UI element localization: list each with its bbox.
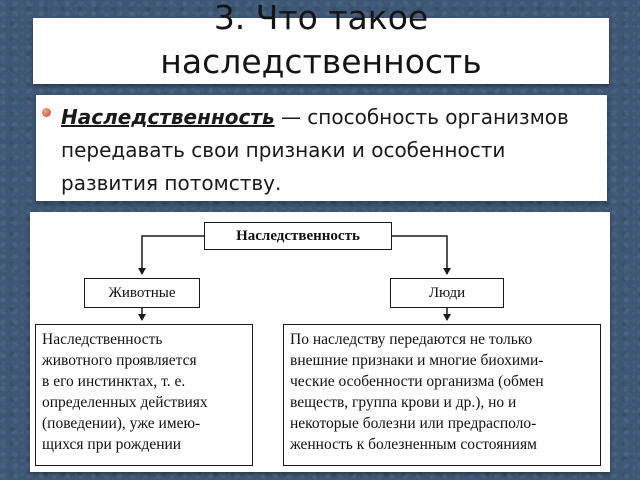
diagram-node-people: Люди	[390, 278, 504, 308]
slide-title-line-2: наследственность	[160, 42, 482, 81]
desc-line: щихся при рождении	[42, 436, 182, 453]
connector-root-people	[392, 235, 451, 275]
connector-root-animals	[138, 235, 204, 275]
desc-line: веществ, группа крови и др.), но и	[290, 394, 517, 411]
desc-line: ческие особенности организма (обмен	[290, 373, 544, 390]
definition-text: Наследственность — способность организмо…	[61, 101, 601, 200]
desc-line: некоторые болезни или предрасполо-	[290, 415, 537, 432]
desc-line: По наследству передаются не только	[290, 331, 533, 348]
desc-line: в его инстинктах, т. е.	[42, 373, 186, 390]
slide-title-line-1: 3. Что такое	[213, 0, 429, 37]
diagram-desc-animals: Наследственность животного проявляется в…	[35, 324, 253, 466]
heredity-diagram: Наследственность Животные Люди Наследств…	[30, 212, 610, 472]
definition-body: — способность организмов передавать свои…	[61, 105, 569, 195]
slide-title: 3. Что такое наследственность	[33, 0, 609, 84]
diagram-node-animals: Животные	[84, 278, 200, 308]
desc-line: женность к болезненным состояниям	[290, 436, 537, 453]
desc-line: определенных действиях	[42, 394, 208, 411]
definition-box: Наследственность — способность организмо…	[36, 95, 607, 201]
definition-term: Наследственность	[61, 105, 275, 129]
diagram-desc-people: По наследству передаются не только внешн…	[283, 324, 601, 466]
bullet-icon	[42, 108, 51, 117]
diagram-connectors	[138, 235, 451, 321]
desc-line: животного проявляется	[42, 352, 197, 369]
desc-line: внешние признаки и многие биохими-	[290, 352, 544, 369]
desc-line: Наследственность	[42, 331, 163, 348]
diagram-root-node: Наследственность	[204, 222, 392, 250]
desc-line: (поведении), уже имею-	[42, 415, 201, 432]
